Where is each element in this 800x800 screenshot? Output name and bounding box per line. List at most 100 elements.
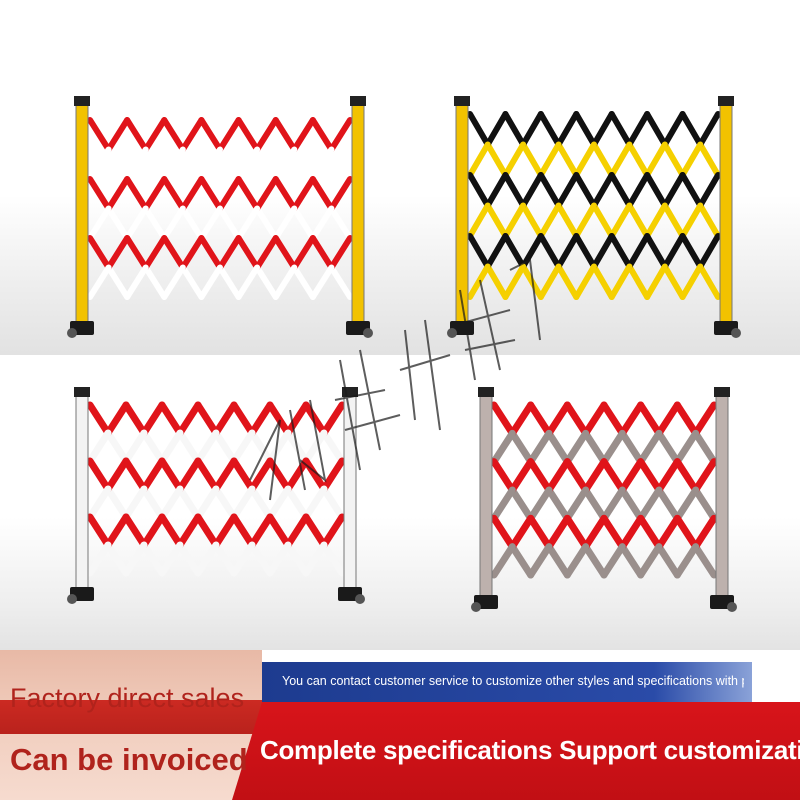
barrier-bar-segment (508, 514, 535, 551)
barrier-bar-segment (104, 429, 130, 465)
barrier-bar-segment (490, 401, 516, 437)
barrier-bar-segment (105, 117, 131, 153)
barrier-bar-segment (194, 429, 220, 465)
barrier-bar-segment (254, 117, 279, 153)
banner-left-red-strip (0, 700, 262, 734)
barrier-bar-segment (608, 141, 633, 178)
barrier-post-left (75, 99, 89, 326)
barrier-bar-segment (87, 176, 112, 212)
barrier-bar-segment (582, 458, 608, 494)
barrier-bar-segment (637, 458, 663, 494)
barrier-bar-segment (644, 263, 668, 300)
barrier-bar-segment (563, 486, 590, 522)
barrier-bar-segment (212, 541, 238, 577)
barrier-bar-segment (626, 202, 651, 239)
barrier-bar-segment (582, 401, 608, 437)
barrier-bar-segment (697, 141, 721, 178)
can-be-invoiced-text: Can be invoiced (10, 742, 248, 777)
post-cap (350, 96, 366, 106)
barrier-bar-segment (309, 205, 335, 241)
barrier-bar-segment (140, 541, 166, 577)
barrier-bar-segment (140, 401, 166, 437)
barrier-bar-segment (661, 141, 686, 178)
barrier-bar-segment (655, 458, 681, 494)
barrier-bar-segment (86, 541, 112, 577)
barrier-bar-segment (502, 172, 527, 209)
barrier-bar-segment (655, 401, 681, 437)
barrier-bar-segment (692, 486, 718, 522)
barrier-bar-segment (266, 401, 292, 437)
barrier-bar-segment (272, 146, 298, 182)
barrier-bar-segment (591, 202, 615, 239)
barrier-bar-segment (527, 401, 553, 437)
barrier-bar-segment (563, 429, 590, 466)
barrier-bar-segment (582, 486, 608, 522)
barrier-bar-segment (194, 541, 220, 577)
barrier-bar-segment (697, 172, 721, 209)
product-barrier-4 (471, 387, 737, 612)
barrier-bar-segment (537, 263, 562, 300)
barrier-bar-segment (673, 401, 700, 437)
barrier-bar-segment (527, 458, 553, 494)
barrier-bar-segment (140, 457, 166, 493)
wheel-icon (447, 328, 457, 338)
barrier-post-left (75, 390, 89, 592)
barrier-bar-segment (158, 513, 184, 549)
barrier-bar-segment (618, 543, 645, 579)
barrier-bar-segment (591, 111, 615, 148)
barrier-bar-segment (591, 233, 615, 270)
barrier-bar-segment (467, 172, 491, 209)
banner-red-band (232, 702, 800, 800)
barrier-bar-segment (484, 202, 509, 239)
barrier-bar-segment (618, 429, 645, 466)
barrier-bar-segment (140, 485, 166, 521)
barrier-bar-segment (86, 429, 112, 465)
barrier-bar-segment (272, 176, 298, 212)
barrier-bar-segment (626, 141, 651, 178)
barrier-bar-segment (230, 401, 256, 437)
barrier-bar-segment (198, 117, 223, 153)
barrier-bar-segment (212, 457, 238, 493)
barrier-bar-segment (502, 263, 527, 300)
barrier-bar-segment (105, 264, 131, 300)
barrier-bar-segment (484, 141, 509, 178)
barrier-bar-segment (248, 401, 274, 437)
wheel-icon (355, 594, 365, 604)
barrier-bar-segment (105, 146, 131, 182)
barrier-bar-segment (86, 485, 112, 521)
barrier-bar-segment (104, 485, 130, 521)
barrier-bar-segment (520, 172, 544, 209)
barrier-bar-segment (272, 264, 298, 300)
barrier-bar-segment (679, 263, 704, 300)
barrier-bar-segment (291, 264, 316, 300)
barrier-bar-segment (692, 401, 718, 437)
barrier-bar-segment (122, 485, 148, 521)
barrier-bar-segment (661, 172, 686, 209)
barrier-bar-segment (302, 429, 328, 465)
barrier-bar-segment (661, 263, 686, 300)
barrier-bar-segment (328, 176, 353, 212)
barrier-bar-segment (697, 263, 721, 300)
barrier-bar-segment (573, 172, 597, 209)
barrier-bar-segment (309, 117, 335, 153)
barrier-bar-segment (467, 233, 491, 270)
post-cap (718, 96, 734, 106)
barrier-bar-segment (87, 117, 112, 153)
barrier-bar-segment (248, 457, 274, 493)
barrier-bar-segment (230, 541, 256, 577)
barrier-bar-segment (679, 233, 704, 270)
barrier-bar-segment (230, 485, 256, 521)
barrier-bar-segment (679, 172, 704, 209)
barrier-bar-segment (87, 205, 112, 241)
barrier-bar-segment (124, 176, 149, 212)
barrier-bar-segment (490, 486, 516, 522)
barrier-bar-segment (467, 263, 491, 300)
barrier-bar-segment (573, 202, 597, 239)
barrier-bar-segment (198, 176, 223, 212)
barrier-bar-segment (309, 264, 335, 300)
barrier-bar-segment (161, 117, 186, 153)
barrier-bar-segment (545, 458, 571, 494)
barrier-bar-segment (124, 205, 149, 241)
barrier-bar-segment (179, 264, 205, 300)
